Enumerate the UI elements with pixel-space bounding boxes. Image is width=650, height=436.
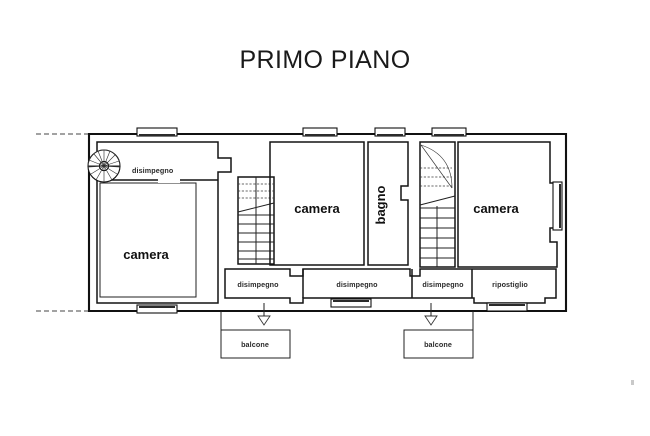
building-outline: [87, 132, 568, 313]
staircase-right-upper-treads: [420, 167, 452, 187]
section-left: disimpegno camera: [87, 127, 232, 314]
camera-right-room-outline: [457, 141, 558, 268]
staircase-center-break-line: [237, 202, 275, 213]
room-label-camera-right: camera: [473, 201, 519, 216]
spiral-stair-upper-arc: [87, 149, 121, 167]
staircase-center-lower-treads: [238, 214, 274, 260]
outer-wall: [87, 132, 568, 313]
spiral-stair-treads: [87, 150, 121, 182]
spiral-staircase-icon: [87, 149, 121, 183]
bagno-room-outline: [367, 141, 409, 266]
room-label-camera-left: camera: [123, 247, 169, 262]
staircase-right-break-line: [419, 195, 456, 206]
balcony-right: balcone: [403, 303, 474, 359]
section-right: camera: [419, 127, 563, 268]
staircase-right-outline: [419, 141, 456, 268]
left-hall-door-gap: [158, 177, 180, 183]
section-center: camera bagno: [237, 127, 409, 266]
room-label-disimpegno-2: disimpegno: [336, 280, 378, 289]
room-label-disimpegno-3: disimpegno: [422, 280, 464, 289]
room-label-balcone-left: balcone: [241, 340, 269, 349]
window-corridor-bottom: [330, 298, 372, 308]
window-right-side: [552, 181, 563, 231]
page-title: PRIMO PIANO: [239, 46, 410, 74]
room-label-bagno: bagno: [373, 185, 388, 224]
balcony-left: balcone: [220, 303, 291, 359]
page-speck-mark: [631, 380, 634, 385]
room-label-camera-center: camera: [294, 201, 340, 216]
window-left-bottom: [136, 304, 178, 314]
camera-center-room-outline: [269, 141, 365, 266]
window-right-top: [431, 127, 467, 137]
staircase-right-winder-line: [420, 144, 453, 189]
section-axis-lines: [36, 133, 92, 312]
room-label-disimpegno-left: disimpegno: [132, 166, 174, 175]
left-block-inner-wall: [96, 141, 232, 304]
staircase-center-upper-treads: [238, 183, 274, 199]
staircase-right-winder-arc: [420, 144, 453, 189]
staircase-right: [419, 141, 456, 268]
window-center-top: [302, 127, 338, 137]
lower-corridor-strip: disimpegno disimpegno disimpegno riposti…: [224, 268, 557, 312]
room-label-disimpegno-1: disimpegno: [237, 280, 279, 289]
staircase-center-outline: [237, 176, 275, 265]
room-label-balcone-right: balcone: [424, 340, 452, 349]
balcone-right-outline: [403, 329, 474, 359]
staircase-right-lower-treads: [420, 207, 455, 259]
staircase-center: [237, 176, 275, 265]
balcone-left-outline: [220, 329, 291, 359]
room-label-ripostiglio: ripostiglio: [492, 280, 528, 289]
window-left-top: [136, 127, 178, 137]
window-ripostiglio-bottom: [486, 302, 528, 312]
window-bagno-top: [374, 127, 406, 137]
